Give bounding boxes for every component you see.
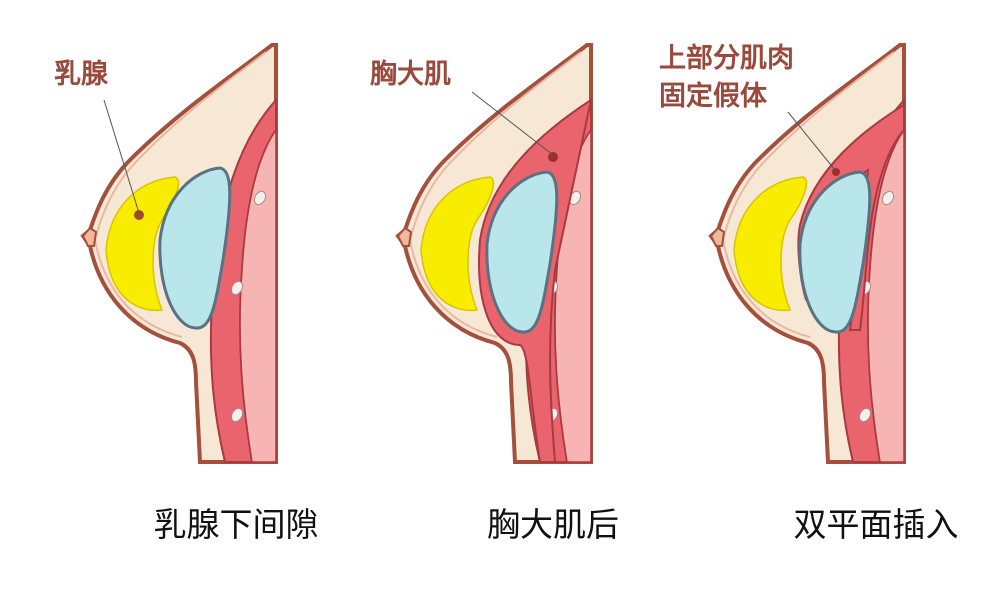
label-gland: 乳腺 bbox=[54, 59, 108, 90]
gland-marker bbox=[134, 210, 144, 220]
upper-muscle bbox=[797, 103, 905, 331]
leader-line bbox=[787, 111, 836, 171]
caption-dual-plane: 双平面插入 bbox=[793, 505, 959, 544]
label-upper-muscle-line2: 固定假体 bbox=[659, 81, 767, 112]
panel-subglandular bbox=[81, 43, 278, 464]
leader-line bbox=[471, 91, 554, 156]
muscle-marker bbox=[832, 168, 840, 176]
muscle-marker bbox=[548, 152, 558, 162]
label-upper-muscle-line1: 上部分肌肉 bbox=[659, 43, 794, 74]
leader-line bbox=[103, 99, 140, 214]
panel-submuscular bbox=[396, 43, 593, 464]
panel-dual-plane bbox=[709, 43, 906, 464]
caption-subglandular: 乳腺下间隙 bbox=[153, 505, 319, 544]
caption-submuscular: 胸大肌后 bbox=[487, 505, 619, 544]
label-pectoralis: 胸大肌 bbox=[370, 59, 451, 90]
